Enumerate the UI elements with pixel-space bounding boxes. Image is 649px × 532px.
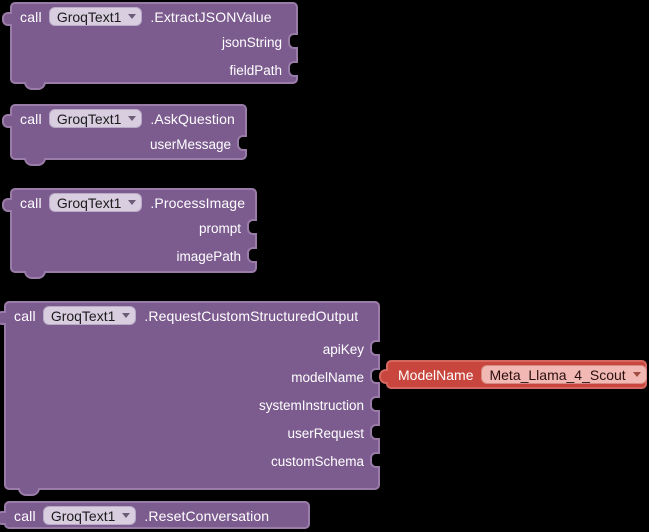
block-left-plug-icon — [2, 114, 12, 128]
param-socket-usermessage[interactable] — [237, 135, 247, 151]
method-name-label: .ResetConversation — [144, 507, 270, 524]
block-bottom-bump-icon — [18, 488, 40, 496]
call-keyword-label: call — [14, 307, 36, 324]
method-name-label: .RequestCustomStructuredOutput — [144, 307, 359, 324]
param-socket-userrequest[interactable] — [370, 424, 380, 440]
block-request-custom-structured-output[interactable]: call GroqText1 .RequestCustomStructuredO… — [0, 301, 380, 496]
block-left-plug-icon — [379, 369, 388, 384]
component-dropdown-value: GroqText1 — [56, 8, 122, 25]
param-label-jsonstring: jsonString — [221, 35, 282, 50]
block-model-name-getter[interactable]: ModelName Meta_Llama_4_Scout — [379, 360, 647, 389]
block-bottom-bump-icon — [24, 82, 46, 90]
property-name-label: ModelName — [398, 366, 474, 383]
param-label-systeminstruction: systemInstruction — [258, 398, 364, 413]
param-socket-apikey[interactable] — [370, 340, 380, 356]
block-extract-json-value[interactable]: call GroqText1 .ExtractJSONValue jsonStr… — [2, 2, 298, 90]
chevron-down-icon — [632, 372, 641, 377]
param-socket-customschema[interactable] — [370, 452, 380, 468]
block-left-plug-icon — [2, 12, 12, 26]
call-keyword-label: call — [20, 194, 42, 211]
component-dropdown-groqtext1[interactable]: GroqText1 — [42, 506, 137, 525]
param-label-customschema: customSchema — [270, 454, 364, 469]
block-left-plug-icon — [0, 311, 6, 325]
component-dropdown-value: GroqText1 — [50, 307, 116, 324]
method-name-label: .AskQuestion — [150, 110, 235, 127]
component-dropdown-value: GroqText1 — [50, 507, 116, 524]
block-bottom-bump-icon — [24, 158, 46, 166]
param-label-userrequest: userRequest — [287, 426, 364, 441]
call-keyword-label: call — [20, 8, 42, 25]
block-header-extract-json-value: call GroqText1 .ExtractJSONValue — [20, 7, 272, 26]
block-bottom-bump-icon — [24, 271, 46, 279]
block-process-image[interactable]: call GroqText1 .ProcessImage prompt imag… — [2, 188, 257, 279]
block-header-process-image: call GroqText1 .ProcessImage — [20, 193, 245, 212]
chevron-down-icon — [122, 313, 131, 318]
param-label-prompt: prompt — [198, 221, 241, 236]
param-socket-fieldpath[interactable] — [288, 61, 298, 77]
call-keyword-label: call — [14, 507, 36, 524]
param-label-fieldpath: fieldPath — [229, 63, 282, 78]
block-reset-conversation[interactable]: call GroqText1 .ResetConversation — [0, 501, 310, 529]
block-header-request-custom-structured-output: call GroqText1 .RequestCustomStructuredO… — [14, 306, 358, 325]
param-socket-imagepath[interactable] — [247, 247, 257, 263]
block-left-plug-icon — [2, 198, 12, 212]
component-dropdown-groqtext1[interactable]: GroqText1 — [42, 306, 137, 325]
component-dropdown-value: GroqText1 — [56, 110, 122, 127]
param-label-imagepath: imagePath — [176, 249, 241, 264]
block-header-ask-question: call GroqText1 .AskQuestion — [20, 109, 235, 128]
call-keyword-label: call — [20, 110, 42, 127]
chevron-down-icon — [122, 513, 131, 518]
component-dropdown-groqtext1[interactable]: GroqText1 — [48, 109, 143, 128]
block-left-plug-icon — [0, 511, 6, 525]
param-socket-systeminstruction[interactable] — [370, 396, 380, 412]
chevron-down-icon — [128, 14, 137, 19]
chevron-down-icon — [128, 116, 137, 121]
model-name-dropdown[interactable]: Meta_Llama_4_Scout — [481, 365, 647, 384]
method-name-label: .ProcessImage — [150, 194, 246, 211]
model-name-dropdown-value: Meta_Llama_4_Scout — [489, 366, 626, 383]
param-label-modelname: modelName — [291, 370, 364, 385]
component-dropdown-value: GroqText1 — [56, 194, 122, 211]
param-socket-modelname[interactable] — [370, 368, 380, 384]
component-dropdown-groqtext1[interactable]: GroqText1 — [48, 193, 143, 212]
param-socket-jsonstring[interactable] — [288, 33, 298, 49]
param-label-apikey: apiKey — [322, 342, 364, 357]
method-name-label: .ExtractJSONValue — [150, 8, 272, 25]
param-label-usermessage: userMessage — [149, 137, 231, 152]
param-socket-prompt[interactable] — [247, 219, 257, 235]
block-ask-question[interactable]: call GroqText1 .AskQuestion userMessage — [2, 104, 247, 166]
component-dropdown-groqtext1[interactable]: GroqText1 — [48, 7, 143, 26]
block-header-reset-conversation: call GroqText1 .ResetConversation — [14, 506, 269, 525]
chevron-down-icon — [128, 200, 137, 205]
